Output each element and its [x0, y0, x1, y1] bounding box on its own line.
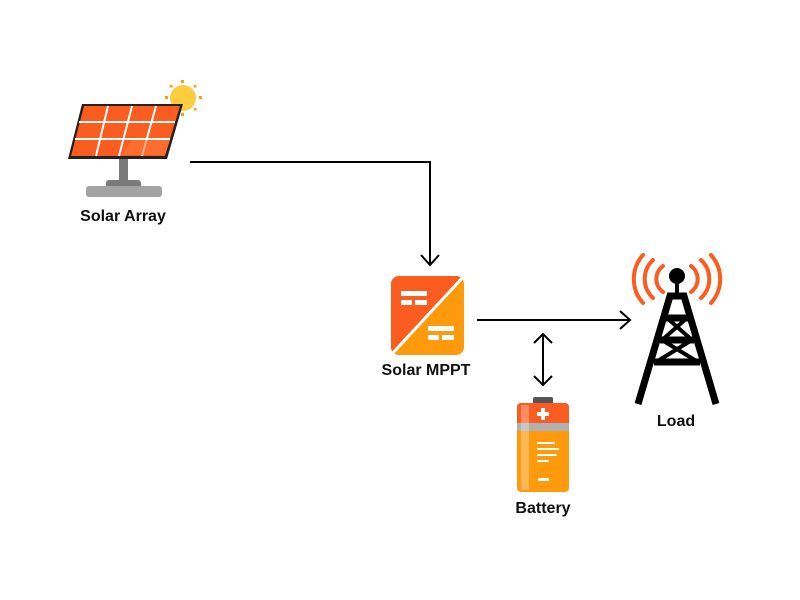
arrowhead-down: [420, 254, 440, 267]
arrowhead-right: [619, 310, 632, 330]
load-label: Load: [656, 413, 696, 430]
solar-array-label: Solar Array: [80, 208, 166, 225]
battery-icon[interactable]: [517, 397, 569, 492]
edge-mppt-to-load: [477, 310, 632, 330]
solar-panel-icon[interactable]: [68, 80, 202, 197]
radio-tower-icon[interactable]: [631, 253, 723, 405]
edge-solar-array-to-mppt: [190, 161, 440, 267]
mppt-converter-icon[interactable]: [391, 276, 464, 355]
solar-mppt-label: Solar MPPT: [381, 362, 471, 379]
edge-line: [190, 161, 431, 265]
arrowhead-down: [533, 375, 553, 387]
edge-mppt-battery-bidirectional: [533, 332, 553, 387]
battery-label: Battery: [515, 500, 571, 517]
arrowhead-up: [533, 332, 553, 344]
